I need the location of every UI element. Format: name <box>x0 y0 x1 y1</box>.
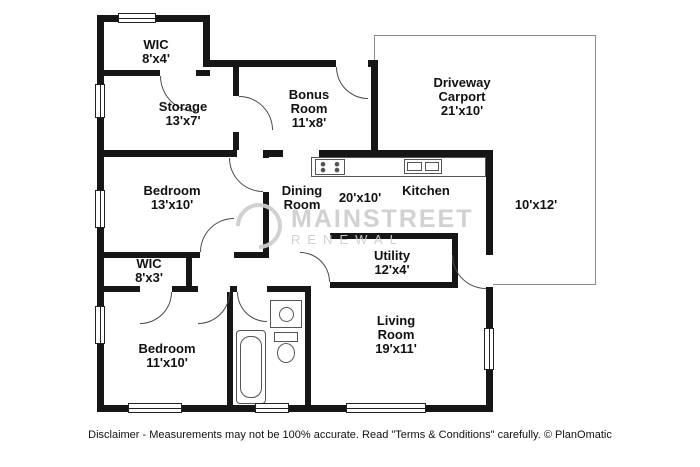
room-label-dining-kitchen-dims: 20'x10' <box>330 191 390 205</box>
room-dims: 13'x10' <box>150 197 194 212</box>
kitchen-counter <box>311 157 486 177</box>
room-label-carport-side-dims: 10'x12' <box>501 198 571 212</box>
room-dims: 21'x10' <box>440 103 484 118</box>
carport-outline <box>493 284 596 285</box>
room-dims: 20'x10' <box>338 190 382 205</box>
room-name: Bonus <box>288 87 330 102</box>
door-arc <box>198 292 230 324</box>
door-opening <box>283 150 319 157</box>
door-opening <box>486 255 493 287</box>
door-opening <box>237 286 267 292</box>
room-name: Living <box>376 313 416 328</box>
wall-segment <box>330 233 458 239</box>
stove-icon <box>315 159 345 175</box>
room-name: Kitchen <box>402 183 450 198</box>
wall-segment <box>263 150 269 258</box>
room-name: WIC <box>143 37 169 52</box>
door-opening <box>200 252 234 258</box>
toilet-bowl-icon <box>277 343 295 363</box>
room-name: WIC <box>136 256 162 271</box>
toilet-icon <box>274 332 298 342</box>
door-opening <box>237 150 263 157</box>
watermark-line2: RENEWAL <box>291 231 404 247</box>
window <box>128 403 182 413</box>
room-name: Storage <box>158 99 208 114</box>
room-label-bedroom-2: Bedroom 11'x10' <box>107 342 227 370</box>
wall-segment <box>305 286 311 412</box>
room-label-kitchen: Kitchen <box>391 184 461 198</box>
room-name: Utility <box>373 248 411 263</box>
room-label-dining-room: Dining Room <box>267 184 337 212</box>
room-label-bedroom-1: Bedroom 13'x10' <box>112 184 232 212</box>
wall-segment <box>97 70 210 76</box>
door-opening <box>198 286 230 292</box>
room-label-utility: Utility 12'x4' <box>357 249 427 277</box>
window <box>95 84 105 118</box>
watermark: MAINSTREET RENEWAL <box>226 193 474 259</box>
room-dims: 12'x4' <box>374 262 410 277</box>
door-opening <box>160 70 196 76</box>
room-name: Carport <box>438 89 486 104</box>
room-dims: 8'x4' <box>142 51 170 66</box>
vanity-sink-icon <box>270 300 302 328</box>
bathtub-icon <box>236 330 266 404</box>
watermark-line1: MAINSTREET <box>291 204 474 233</box>
wall-segment <box>371 60 378 157</box>
room-name: Room <box>377 327 415 342</box>
window <box>346 403 426 413</box>
room-dims: 19'x11' <box>375 341 417 356</box>
window <box>255 403 289 413</box>
window <box>118 13 156 23</box>
room-label-storage: Storage 13'x7' <box>123 100 243 128</box>
disclaimer-text: Disclaimer - Measurements may not be 100… <box>88 429 612 441</box>
room-name: Room <box>290 101 328 116</box>
door-arc <box>300 252 330 282</box>
room-name: Bedroom <box>143 183 201 198</box>
room-name: Dining <box>281 183 323 198</box>
window <box>95 190 105 228</box>
wall-segment <box>330 282 458 288</box>
room-dims: 8'x3' <box>135 270 163 285</box>
wall-segment <box>227 286 233 412</box>
sink-icon <box>404 159 442 174</box>
room-dims: 13'x7' <box>165 113 201 128</box>
room-dims: 11'x10' <box>146 355 188 370</box>
door-opening <box>233 96 239 132</box>
room-label-wic-upper: WIC 8'x4' <box>106 38 206 66</box>
wall-segment <box>203 60 378 67</box>
wall-segment <box>203 15 210 67</box>
wall-segment <box>97 252 269 258</box>
room-name: Bedroom <box>138 341 196 356</box>
room-name: Driveway <box>433 75 491 90</box>
window <box>484 328 494 370</box>
carport-outline <box>374 35 375 64</box>
door-arc <box>200 218 234 252</box>
window <box>95 306 105 344</box>
room-dims: 10'x12' <box>514 197 558 212</box>
door-arc <box>140 292 172 324</box>
room-name: Room <box>283 197 321 212</box>
room-dims: 11'x8' <box>291 115 327 130</box>
door-opening <box>140 286 172 292</box>
room-label-wic-lower: WIC 8'x3' <box>114 257 184 285</box>
room-label-living-room: Living Room 19'x11' <box>361 314 431 356</box>
door-opening <box>336 60 368 67</box>
wall-segment <box>97 405 493 412</box>
wall-segment <box>186 252 192 292</box>
room-label-driveway-carport: Driveway Carport 21'x10' <box>402 76 522 118</box>
door-opening <box>263 158 269 192</box>
room-label-bonus-room: Bonus Room 11'x8' <box>264 88 354 130</box>
door-arc <box>237 292 267 322</box>
carport-outline <box>595 35 596 285</box>
carport-outline <box>374 35 596 36</box>
door-arc <box>229 158 263 192</box>
